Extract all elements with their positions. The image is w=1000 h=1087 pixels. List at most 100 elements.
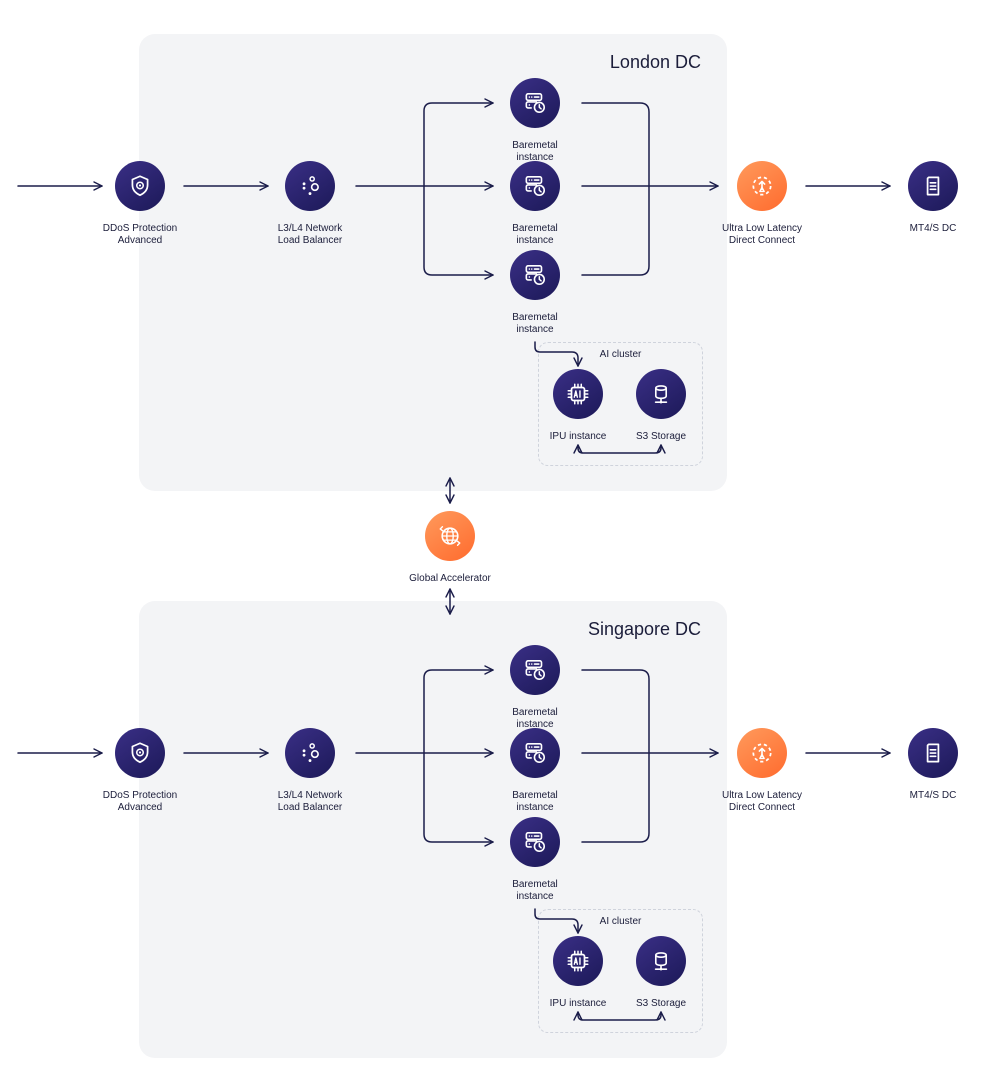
instance-merge-line xyxy=(581,669,650,843)
load-balancer-node-label-line: L3/L4 Network xyxy=(277,223,343,234)
arrow-instance-to-ai-cluster xyxy=(534,341,583,367)
baremetal-instance-node-label-line: Baremetal xyxy=(512,312,558,323)
ddos-protection-node-label-line: Advanced xyxy=(117,802,163,813)
s3-storage-node-label: S3 Storage xyxy=(601,431,721,443)
mt4-dc-node-label: MT4/S DC xyxy=(873,223,993,235)
global-accelerator-node-label: Global Accelerator xyxy=(390,573,510,585)
s3-storage-node-label-line: S3 Storage xyxy=(635,998,687,1009)
arrow-to-instance-top xyxy=(423,665,494,754)
baremetal-instance-node-label-line: instance xyxy=(516,802,554,813)
database-icon xyxy=(654,385,668,404)
baremetal-instance-node-label-line: Baremetal xyxy=(512,790,558,801)
s3-storage-node xyxy=(636,369,686,419)
load-balancer-node-label-line: Load Balancer xyxy=(277,802,343,813)
server-clock-icon xyxy=(525,659,546,681)
datacenter-panel: London DC xyxy=(139,34,727,491)
server-clock-icon xyxy=(525,831,546,853)
ipu-instance-node-label-line: IPU instance xyxy=(549,998,607,1009)
server-clock-icon xyxy=(525,175,546,197)
ai-chip-icon xyxy=(567,383,589,405)
ddos-protection-node xyxy=(115,728,165,778)
baremetal-instance-node-label-line: Baremetal xyxy=(512,879,558,890)
ddos-protection-node-label-line: DDoS Protection xyxy=(102,223,178,234)
baremetal-instance-node-label-line: Baremetal xyxy=(512,140,558,151)
ai-cluster-title: AI cluster xyxy=(599,916,642,927)
nodes-icon xyxy=(302,743,319,762)
s3-storage-node-label: S3 Storage xyxy=(601,998,721,1010)
baremetal-instance-node xyxy=(510,645,560,695)
datacenter-icon xyxy=(926,176,940,196)
load-balancer-node xyxy=(285,728,335,778)
baremetal-instance-node-label-line: Baremetal xyxy=(512,223,558,234)
direct-connect-node-label-line: Direct Connect xyxy=(728,802,796,813)
load-balancer-node-label-line: L3/L4 Network xyxy=(277,790,343,801)
baremetal-instance-node-label-line: instance xyxy=(516,235,554,246)
arrow-ipu-storage-link xyxy=(573,444,666,454)
baremetal-instance-node-label-line: Baremetal xyxy=(512,707,558,718)
shield-icon xyxy=(131,742,149,764)
baremetal-instance-node-label-line: instance xyxy=(516,324,554,335)
database-icon xyxy=(654,952,668,971)
direct-connect-icon xyxy=(752,743,772,763)
ai-cluster-box: AI cluster xyxy=(538,909,703,1033)
mt4-dc-node xyxy=(908,728,958,778)
direct-connect-node xyxy=(737,161,787,211)
arrow-to-instance-top xyxy=(423,98,494,187)
s3-storage-node-label-line: S3 Storage xyxy=(635,431,687,442)
instance-merge-line xyxy=(581,102,650,276)
ipu-instance-node xyxy=(553,369,603,419)
baremetal-instance-node-label-line: instance xyxy=(516,719,554,730)
ipu-instance-node xyxy=(553,936,603,986)
baremetal-instance-node xyxy=(510,78,560,128)
datacenter-title: Singapore DC xyxy=(587,619,701,639)
ddos-protection-node xyxy=(115,161,165,211)
ai-cluster-title: AI cluster xyxy=(599,349,642,360)
arrow-to-instance-bottom xyxy=(423,752,494,847)
direct-connect-node xyxy=(737,728,787,778)
mt4-dc-node-label-line: MT4/S DC xyxy=(909,223,957,234)
arrow-instance-to-ai-cluster xyxy=(534,908,583,934)
baremetal-instance-node-label-line: instance xyxy=(516,152,554,163)
arrow-ipu-storage-link xyxy=(573,1011,666,1021)
datacenter-icon xyxy=(926,743,940,763)
nodes-icon xyxy=(302,176,319,195)
mt4-dc-node-label-line: MT4/S DC xyxy=(909,790,957,801)
ipu-instance-node-label: IPU instance xyxy=(518,998,638,1010)
direct-connect-icon xyxy=(752,176,772,196)
direct-connect-node-label-line: Direct Connect xyxy=(728,235,796,246)
baremetal-instance-node xyxy=(510,817,560,867)
direct-connect-node-label-line: Ultra Low Latency xyxy=(721,790,803,801)
ddos-protection-node-label-line: Advanced xyxy=(117,235,163,246)
globe-icon xyxy=(439,526,461,546)
direct-connect-node-label-line: Ultra Low Latency xyxy=(721,223,803,234)
ai-chip-icon xyxy=(567,950,589,972)
mt4-dc-node-label: MT4/S DC xyxy=(873,790,993,802)
datacenter-title: London DC xyxy=(609,52,701,72)
global-accelerator-node xyxy=(425,511,475,561)
server-clock-icon xyxy=(525,264,546,286)
arrow-to-instance-bottom xyxy=(423,185,494,280)
baremetal-instance-node xyxy=(510,250,560,300)
datacenter-panel: Singapore DC xyxy=(139,601,727,1058)
server-clock-icon xyxy=(525,92,546,114)
baremetal-instance-node xyxy=(510,161,560,211)
shield-icon xyxy=(131,175,149,197)
ipu-instance-node-label-line: IPU instance xyxy=(549,431,607,442)
load-balancer-node-label-line: Load Balancer xyxy=(277,235,343,246)
baremetal-instance-node xyxy=(510,728,560,778)
load-balancer-node xyxy=(285,161,335,211)
ai-cluster-box: AI cluster xyxy=(538,342,703,466)
